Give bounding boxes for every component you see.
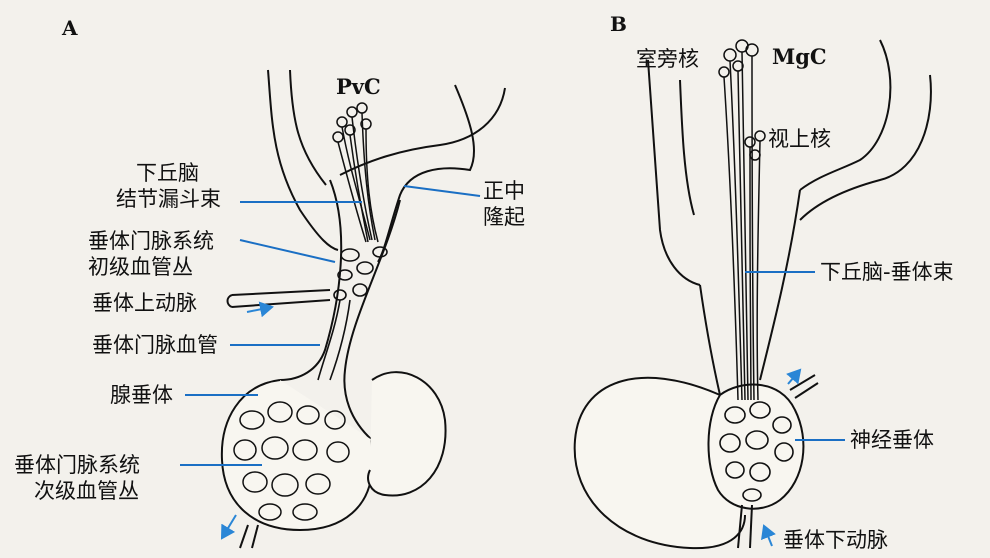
panel-b-arrows bbox=[761, 368, 802, 547]
label-secondary-line2: 次级血管丛 bbox=[34, 479, 139, 503]
label-hypothalamus: 下丘脑 结节漏斗束 bbox=[116, 160, 221, 212]
label-secondary-line1: 垂体门脉系统 bbox=[14, 453, 140, 477]
label-hypothalamo-hypophyseal-tract: 下丘脑-垂体束 bbox=[820, 260, 954, 284]
label-superior-artery: 垂体上动脉 bbox=[92, 291, 197, 315]
label-median-line2: 隆起 bbox=[483, 205, 525, 229]
label-mgc: MgC bbox=[772, 44, 827, 69]
label-portal-vessel: 垂体门脉血管 bbox=[92, 333, 218, 357]
label-paraventricular: 室旁核 bbox=[636, 47, 699, 71]
label-hypothalamus-line1: 下丘脑 bbox=[136, 161, 199, 185]
panel-a-letter: A bbox=[62, 16, 78, 40]
label-primary-line2: 初级血管丛 bbox=[88, 255, 193, 279]
panel-b-letter: B bbox=[610, 12, 627, 36]
label-neurohypophysis: 神经垂体 bbox=[850, 428, 934, 452]
panel-b-leaders bbox=[745, 271, 845, 441]
label-primary-plexus: 垂体门脉系统 初级血管丛 bbox=[88, 228, 214, 280]
label-median-eminence: 正中 隆起 bbox=[483, 178, 525, 230]
panel-a-leaders bbox=[180, 185, 481, 466]
panel-b-drawing bbox=[573, 39, 932, 550]
label-median-line1: 正中 bbox=[483, 179, 525, 203]
label-adenohypophysis: 腺垂体 bbox=[110, 383, 173, 407]
label-inferior-artery: 垂体下动脉 bbox=[783, 528, 888, 552]
label-pvc: PvC bbox=[336, 74, 381, 99]
label-secondary-plexus: 垂体门脉系统 次级血管丛 bbox=[14, 452, 140, 504]
panel-a-arrows bbox=[220, 301, 274, 540]
label-supraoptic: 视上核 bbox=[768, 127, 831, 151]
label-hypothalamus-line2: 结节漏斗束 bbox=[116, 187, 221, 211]
panel-a-drawing bbox=[220, 69, 506, 549]
label-primary-line1: 垂体门脉系统 bbox=[88, 229, 214, 253]
